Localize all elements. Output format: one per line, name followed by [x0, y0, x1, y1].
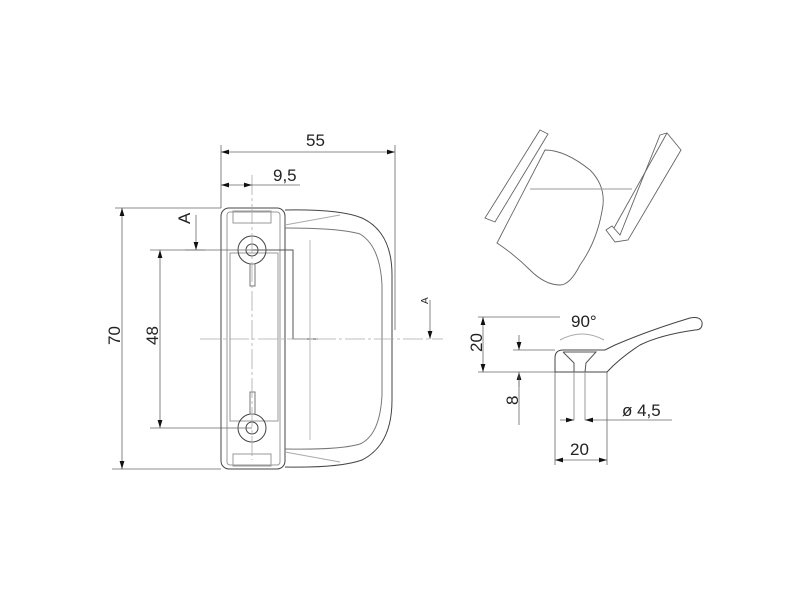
dim-side-width-20: 20	[570, 440, 589, 459]
front-dimensions	[112, 145, 443, 470]
iso-handle	[496, 149, 604, 286]
isometric-view	[484, 129, 682, 286]
side-profile	[554, 317, 703, 373]
dim-hole-spacing-48: 48	[143, 326, 162, 345]
handle-outer	[284, 209, 393, 468]
side-dimensions	[478, 316, 672, 465]
section-label-a-right: A	[420, 297, 431, 304]
dim-offset-9-5: 9,5	[273, 166, 297, 185]
side-view	[554, 317, 703, 420]
dim-height-70: 70	[105, 326, 124, 345]
section-label-a: A	[175, 212, 194, 224]
iso-cover	[605, 132, 682, 243]
dim-angle-90: 90°	[571, 312, 597, 331]
dim-width-55: 55	[306, 131, 325, 150]
front-view	[220, 207, 393, 470]
dim-hole-diameter: ø 4,5	[622, 401, 661, 420]
iso-plate-left	[484, 129, 549, 223]
dim-base-8: 8	[503, 396, 522, 405]
dim-side-height-20: 20	[467, 333, 486, 352]
mounting-plate	[220, 207, 286, 470]
